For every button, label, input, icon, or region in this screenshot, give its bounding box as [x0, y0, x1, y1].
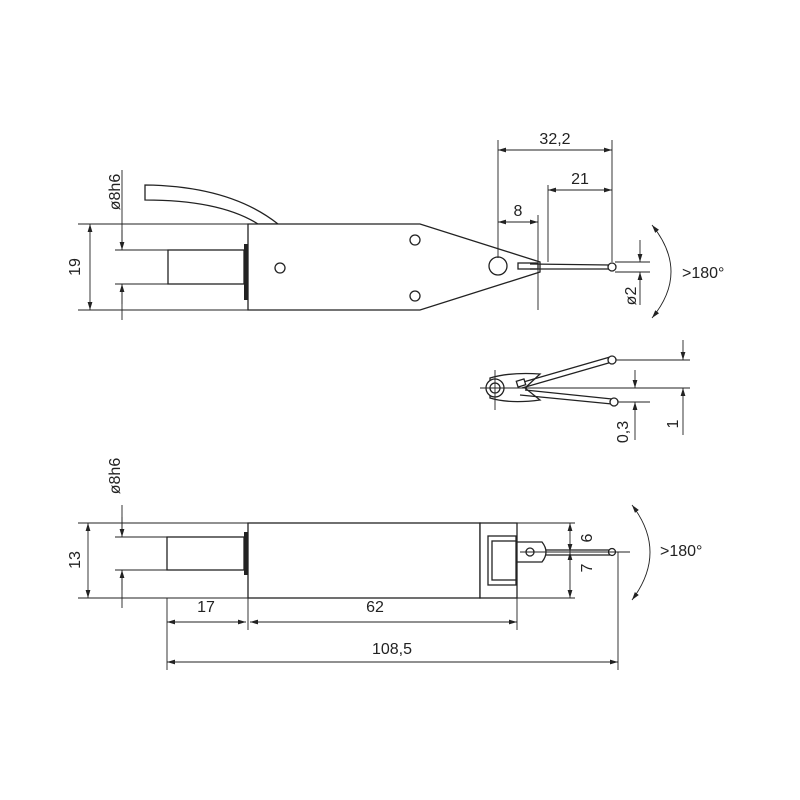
dim-height-label: 19 — [67, 258, 84, 276]
shank — [166, 536, 245, 571]
probe-body — [247, 522, 481, 599]
dim-shank-length-label: 17 — [197, 599, 215, 616]
stylus-ball-upper — [607, 355, 617, 365]
flange — [244, 244, 248, 300]
dim-body-length-label: 62 — [366, 599, 384, 616]
dim-total-tip-label: 32,2 — [539, 131, 570, 148]
dim-height-label: 13 — [67, 551, 84, 569]
hole — [409, 290, 421, 302]
dim-lower-label: 7 — [579, 563, 596, 572]
swing-angle-label: >180° — [660, 543, 702, 560]
dim-upper-label: 6 — [579, 533, 596, 542]
dim-shank-label: ø8h6 — [107, 174, 124, 211]
pivot — [488, 256, 508, 276]
hole — [409, 234, 421, 246]
stylus — [546, 549, 610, 556]
shank — [167, 249, 245, 285]
stylus — [529, 263, 611, 270]
stylus-lower — [519, 389, 613, 405]
dim-offset-label: 0,3 — [615, 421, 632, 443]
flange — [244, 532, 248, 575]
stylus-upper — [519, 356, 613, 389]
dim-total-length-label: 108,5 — [372, 641, 412, 658]
top-view: 19 ø8h6 32,2 21 8 ø2 >180° — [67, 131, 724, 320]
dim-ball-label: ø2 — [623, 287, 640, 306]
stylus-ball-lower — [609, 397, 619, 407]
bottom-view: 13 ø8h6 6 7 17 62 108,5 >180° — [67, 458, 702, 670]
dim-shank-label: ø8h6 — [107, 458, 124, 495]
dim-stylus-label: 21 — [571, 171, 589, 188]
dim-spread-label: 1 — [665, 419, 682, 428]
cable — [144, 184, 280, 225]
swing-angle-label: >180° — [682, 265, 724, 282]
stylus-ball — [607, 262, 617, 272]
side-detail-view: 0,3 1 — [480, 340, 690, 443]
hole — [274, 262, 286, 274]
dim-pivot-label: 8 — [514, 203, 523, 220]
